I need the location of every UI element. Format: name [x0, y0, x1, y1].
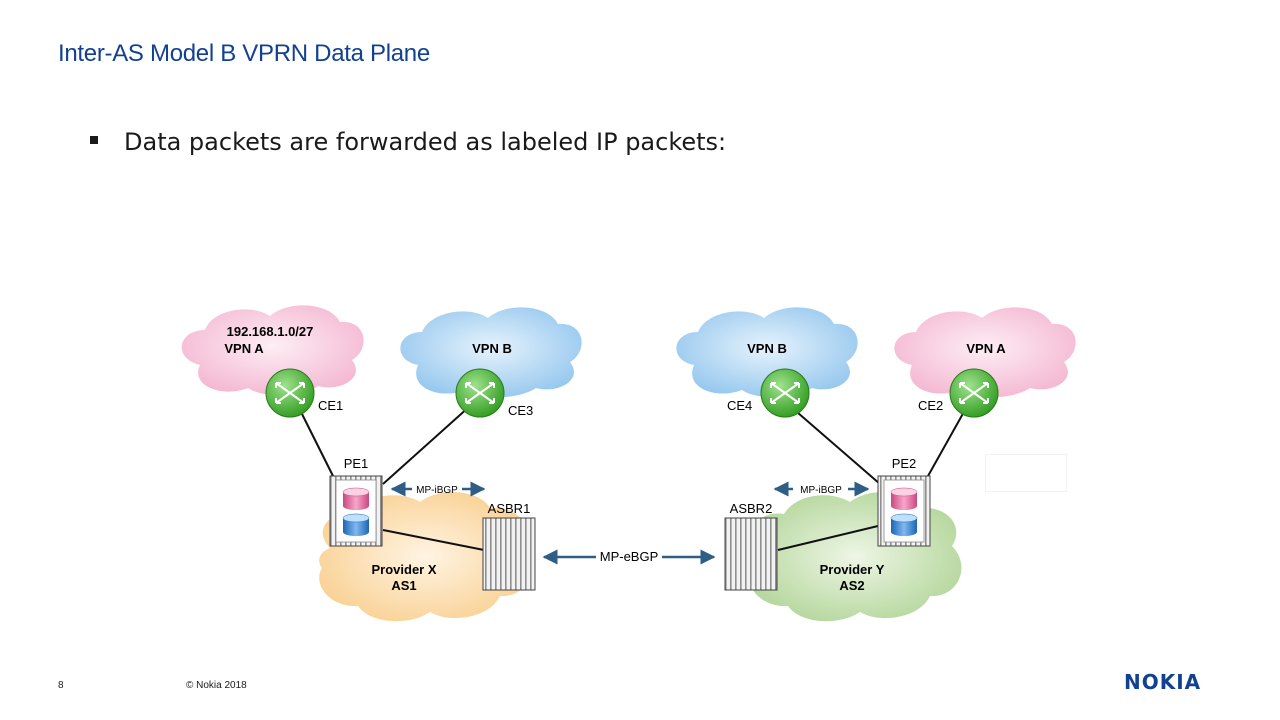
cloud-vpn-b-right: [676, 307, 858, 398]
vpn-b-left-label: VPN B: [472, 341, 512, 356]
router-ce3-icon: [455, 368, 505, 418]
arrows: [390, 481, 870, 565]
nokia-logo: NOKIA: [1124, 670, 1202, 694]
mp-ibgp-left-label: MP-iBGP: [416, 485, 458, 496]
cloud-vpn-a-right: [894, 307, 1076, 398]
links: [299, 405, 966, 551]
router-pe2-icon: [877, 475, 931, 547]
bullet-item: Data packets are forwarded as labeled IP…: [90, 128, 726, 156]
ce3-label: CE3: [508, 403, 533, 418]
provider-y-label: Provider Y: [820, 562, 885, 577]
provider-x-label: Provider X: [371, 562, 436, 577]
bullet-marker: [90, 136, 98, 144]
pe1-label: PE1: [344, 456, 369, 471]
ce4-label: CE4: [727, 398, 752, 413]
router-asbr2-icon: [724, 517, 778, 591]
cloud-vpn-b-left: [400, 307, 582, 398]
pe2-label: PE2: [892, 456, 917, 471]
router-pe1-icon: [329, 475, 383, 547]
provider-y-as-label: AS2: [839, 578, 864, 593]
faded-annotation-box: [985, 454, 1067, 492]
asbr1-label: ASBR1: [488, 501, 531, 516]
bullet-text: Data packets are forwarded as labeled IP…: [124, 128, 727, 156]
slide-title: Inter-AS Model B VPRN Data Plane: [58, 40, 430, 67]
vpn-a-right-label: VPN A: [966, 341, 1006, 356]
mp-ebgp-label: MP-eBGP: [600, 549, 659, 564]
router-ce1-icon: [265, 368, 315, 418]
router-asbr1-icon: [482, 517, 536, 591]
ce2-label: CE2: [918, 398, 943, 413]
page-number: 8: [58, 680, 64, 691]
vpn-a-left-prefix: 192.168.1.0/27: [227, 324, 314, 339]
asbr2-label: ASBR2: [730, 501, 773, 516]
router-ce4-icon: [760, 368, 810, 418]
copyright: © Nokia 2018: [186, 680, 247, 691]
vpn-b-right-label: VPN B: [747, 341, 787, 356]
vpn-a-left-label: VPN A: [224, 341, 264, 356]
cloud-vpn-a-left: [181, 305, 364, 396]
ce1-label: CE1: [318, 398, 343, 413]
provider-x-as-label: AS1: [391, 578, 416, 593]
mp-ibgp-right-label: MP-iBGP: [800, 485, 842, 496]
router-ce2-icon: [949, 368, 999, 418]
